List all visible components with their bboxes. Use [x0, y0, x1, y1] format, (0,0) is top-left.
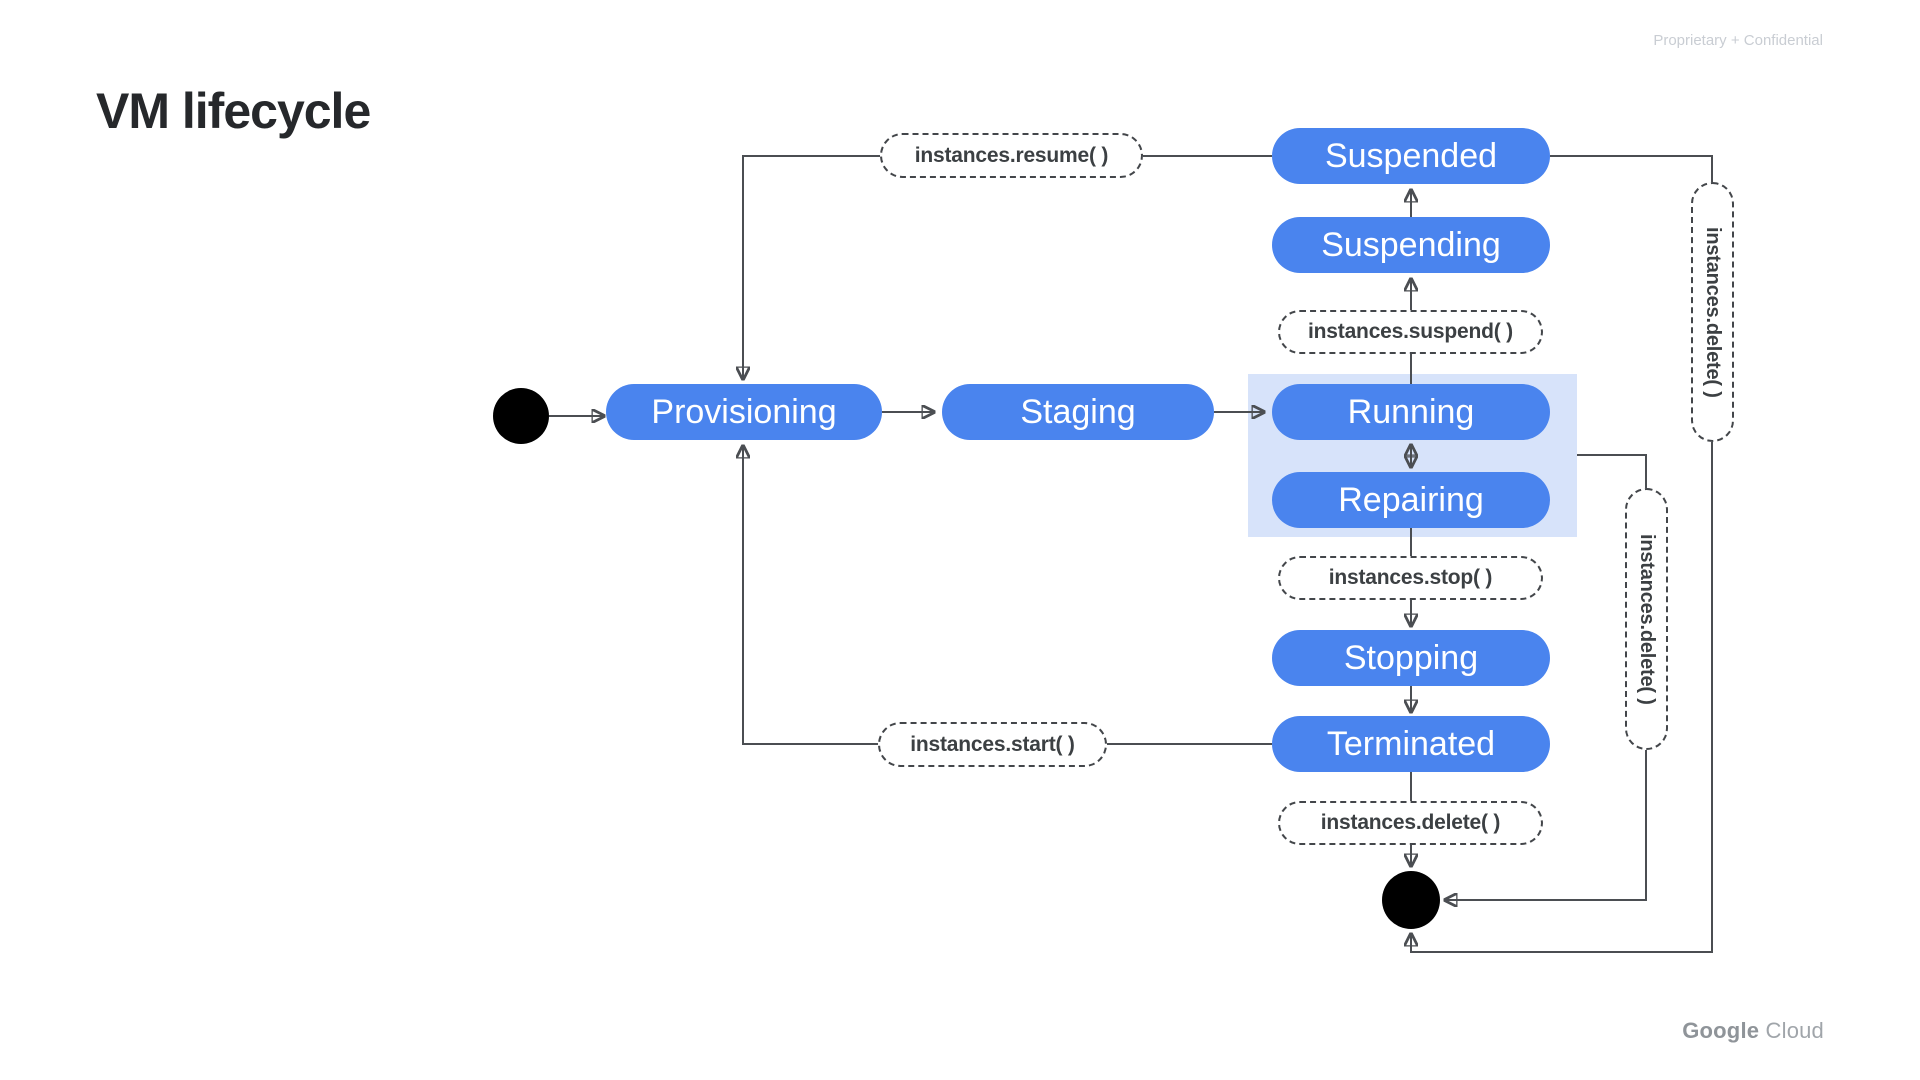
state-suspending: Suspending — [1272, 217, 1550, 273]
action-instances-delete-from-terminated: instances.delete( ) — [1278, 801, 1543, 845]
state-running: Running — [1272, 384, 1550, 440]
state-repairing: Repairing — [1272, 472, 1550, 528]
brand-cloud-text: Cloud — [1765, 1018, 1824, 1043]
classification-label: Proprietary + Confidential — [1653, 32, 1823, 49]
state-staging: Staging — [942, 384, 1214, 440]
state-terminated: Terminated — [1272, 716, 1550, 772]
action-instances-start: instances.start( ) — [878, 722, 1107, 767]
action-instances-resume: instances.resume( ) — [880, 133, 1143, 178]
connector-suspended-to-delete-outer — [1550, 155, 1713, 182]
end-node — [1382, 871, 1440, 929]
connector-delete-inner-to-end — [1445, 750, 1647, 900]
action-instances-delete-from-suspended: instances.delete( ) — [1691, 182, 1734, 442]
state-suspended: Suspended — [1272, 128, 1550, 184]
action-instances-delete-from-running: instances.delete( ) — [1625, 488, 1668, 750]
action-instances-suspend: instances.suspend( ) — [1278, 310, 1543, 354]
page-title: VM lifecycle — [96, 83, 371, 139]
connector-start-to-provisioning-bottom — [743, 446, 878, 745]
google-cloud-logo: Google Cloud — [1682, 1018, 1824, 1044]
connector-resume-to-provisioning — [743, 155, 880, 379]
state-stopping: Stopping — [1272, 630, 1550, 686]
connector-delete-outer-to-end — [1411, 442, 1713, 953]
action-instances-stop: instances.stop( ) — [1278, 556, 1543, 600]
start-node — [493, 388, 549, 444]
connector-repairing-to-delete-inner — [1577, 454, 1647, 488]
state-provisioning: Provisioning — [606, 384, 882, 440]
brand-google-text: Google — [1682, 1018, 1760, 1043]
